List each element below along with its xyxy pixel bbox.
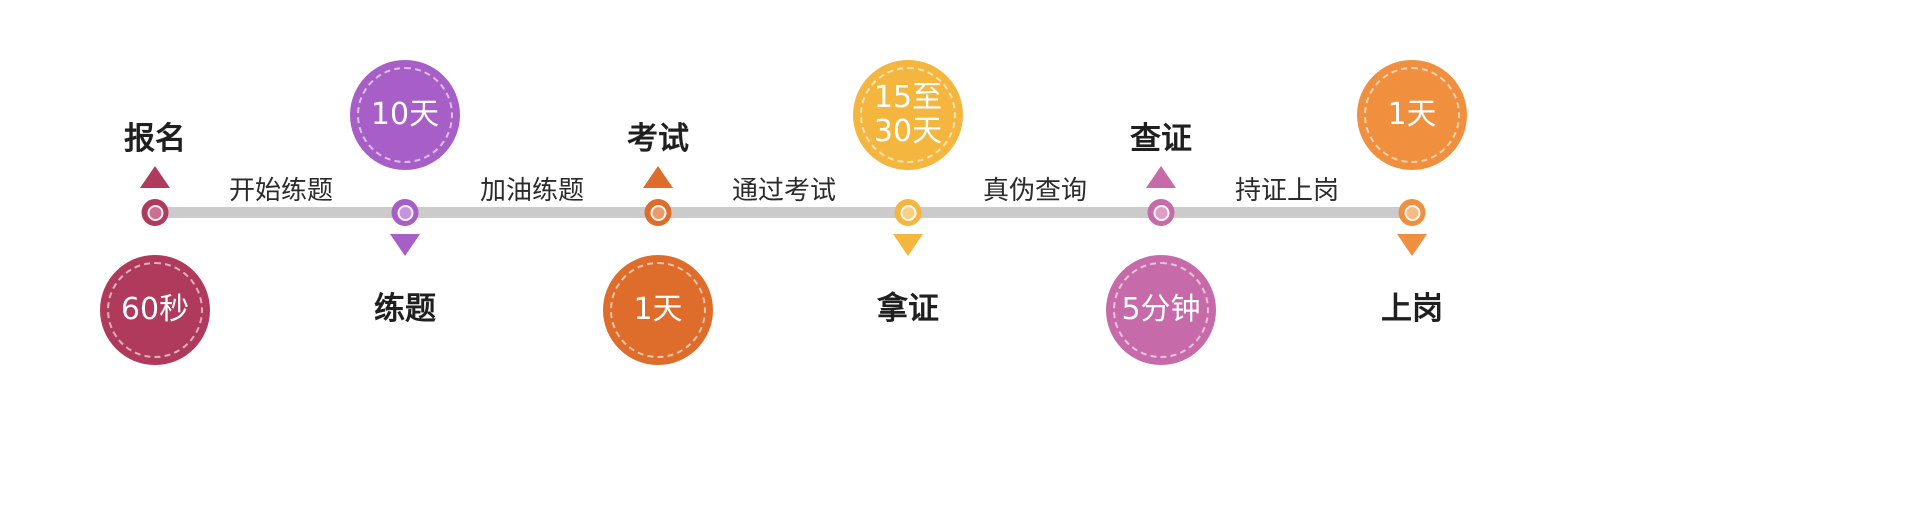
arrow-down-icon <box>893 234 923 256</box>
duration-clock-icon: 60秒 <box>100 255 210 365</box>
segment-label: 真伪查询 <box>982 176 1088 206</box>
timeline-marker-dot <box>141 199 169 226</box>
duration-text: 1天 <box>633 291 683 327</box>
duration-clock-icon: 5分钟 <box>1106 255 1216 365</box>
node-label: 查证 <box>1130 121 1192 157</box>
duration-text: 1天 <box>1387 96 1437 132</box>
segment-label: 开始练题 <box>228 176 334 206</box>
segment-label: 通过考试 <box>731 176 837 206</box>
duration-clock-icon: 15至 30天 <box>853 60 963 170</box>
node-label: 练题 <box>374 291 436 327</box>
node-label: 报名 <box>124 121 186 157</box>
duration-text: 60秒 <box>120 291 190 327</box>
duration-text: 5分钟 <box>1121 291 1201 327</box>
node-label: 考试 <box>627 121 689 157</box>
timeline-marker-dot <box>894 199 922 226</box>
segment-label: 持证上岗 <box>1234 176 1340 206</box>
segment-label: 加油练题 <box>479 176 585 206</box>
arrow-down-icon <box>1397 234 1427 256</box>
timeline-marker-dot <box>644 199 672 226</box>
arrow-up-icon <box>140 166 170 188</box>
duration-text: 15至 30天 <box>873 79 943 149</box>
arrow-down-icon <box>390 234 420 256</box>
arrow-up-icon <box>643 166 673 188</box>
duration-text: 10天 <box>370 96 440 132</box>
node-label: 上岗 <box>1381 291 1443 327</box>
timeline-marker-dot <box>391 199 419 226</box>
duration-clock-icon: 1天 <box>603 255 713 365</box>
node-label: 拿证 <box>877 291 939 327</box>
timeline-marker-dot <box>1398 199 1426 226</box>
arrow-up-icon <box>1146 166 1176 188</box>
duration-clock-icon: 10天 <box>350 60 460 170</box>
duration-clock-icon: 1天 <box>1357 60 1467 170</box>
timeline-bar <box>148 207 1420 218</box>
timeline-marker-dot <box>1147 199 1175 226</box>
